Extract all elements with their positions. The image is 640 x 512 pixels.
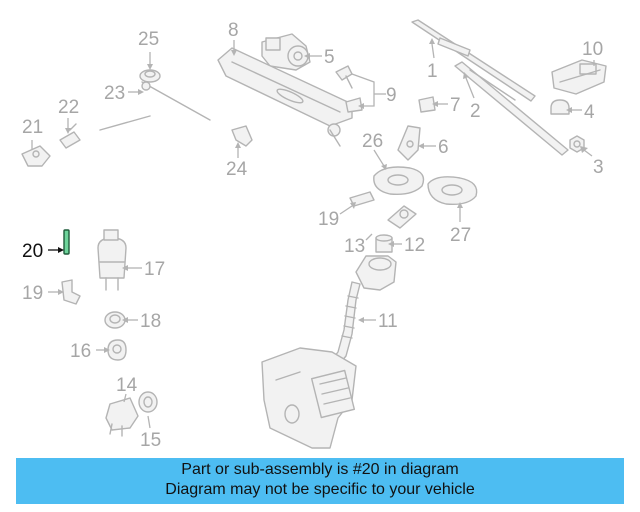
part-6-bracket bbox=[397, 125, 421, 161]
callout-labels: 1 2 3 4 5 6 7 8 9 10 11 12 13 14 15 16 1… bbox=[22, 20, 604, 451]
callout-22: 22 bbox=[58, 97, 79, 118]
callout-26: 26 bbox=[362, 131, 383, 152]
callout-10: 10 bbox=[582, 39, 603, 60]
part-14-pump bbox=[105, 397, 139, 437]
callout-2: 2 bbox=[470, 101, 481, 122]
callout-21: 21 bbox=[22, 117, 43, 138]
callout-6: 6 bbox=[438, 137, 449, 158]
callout-15: 15 bbox=[140, 430, 161, 451]
callout-7: 7 bbox=[450, 95, 461, 116]
part-18-grommet bbox=[104, 311, 126, 329]
part-3-nut bbox=[569, 135, 585, 153]
part-9-bolt bbox=[335, 65, 363, 113]
callout-13: 13 bbox=[344, 236, 365, 257]
washer-reservoir bbox=[261, 347, 357, 449]
part-22-nozzle-valve bbox=[59, 123, 81, 149]
part-4-cap bbox=[550, 99, 570, 115]
callout-14: 14 bbox=[116, 375, 138, 396]
callout-5: 5 bbox=[324, 47, 335, 68]
part-25-grommet bbox=[139, 69, 161, 83]
leader-lines bbox=[31, 38, 595, 429]
part-23-washer-hose bbox=[99, 81, 211, 131]
callout-8: 8 bbox=[228, 20, 239, 41]
callout-23: 23 bbox=[104, 83, 125, 104]
callout-27: 27 bbox=[450, 225, 471, 246]
callout-16: 16 bbox=[70, 341, 91, 362]
part-2-wiper-arm bbox=[454, 61, 569, 156]
callout-18: 18 bbox=[140, 311, 161, 332]
callout-3: 3 bbox=[593, 157, 604, 178]
part-12-seal bbox=[375, 234, 393, 253]
part-26-hose-clip bbox=[373, 166, 425, 196]
callout-20: 20 bbox=[22, 241, 43, 262]
part-8-linkage-frame bbox=[217, 47, 353, 147]
callout-1: 1 bbox=[427, 61, 438, 82]
part-13-filler-neck bbox=[355, 205, 417, 291]
part-19-connector-left bbox=[61, 279, 81, 305]
callout-19-right: 19 bbox=[318, 209, 339, 230]
callout-12: 12 bbox=[404, 235, 425, 256]
callout-19-left: 19 bbox=[22, 283, 43, 304]
callout-24: 24 bbox=[226, 159, 248, 180]
part-15-grommet bbox=[138, 391, 158, 413]
part-20-hose bbox=[63, 229, 70, 255]
callout-9: 9 bbox=[386, 85, 397, 106]
part-1-wiper-arm bbox=[411, 19, 536, 102]
part-21-nozzle bbox=[21, 145, 51, 167]
part-7-grommet bbox=[418, 96, 436, 113]
banner-line-2: Diagram may not be specific to your vehi… bbox=[165, 481, 475, 498]
part-24-connector bbox=[231, 125, 253, 147]
part-17-washer-pump bbox=[97, 229, 127, 291]
part-27-hose-clip bbox=[427, 176, 478, 206]
part-16-grommet bbox=[107, 339, 127, 361]
part-10-module bbox=[551, 59, 607, 95]
callout-25: 25 bbox=[138, 29, 159, 50]
callout-4: 4 bbox=[584, 102, 595, 123]
info-banner: Part or sub-assembly is #20 in diagram D… bbox=[16, 458, 624, 504]
callout-17: 17 bbox=[144, 259, 165, 280]
callout-11: 11 bbox=[378, 311, 398, 332]
banner-line-1: Part or sub-assembly is #20 in diagram bbox=[181, 461, 459, 478]
